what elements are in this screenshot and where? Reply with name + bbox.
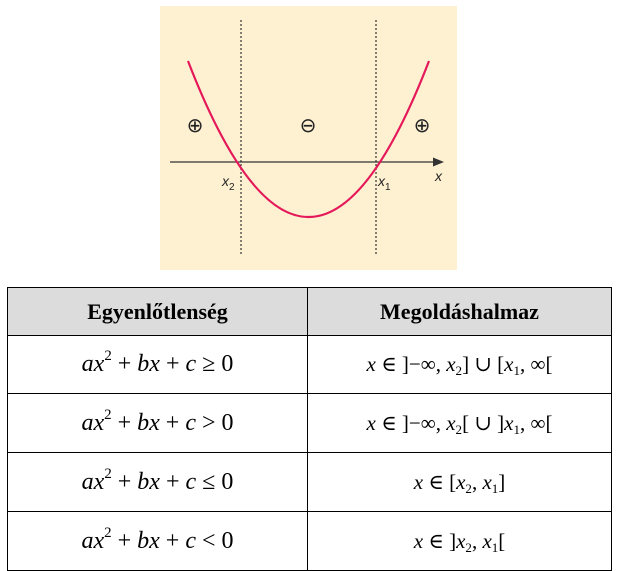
sign-right-positive: ⊕ <box>414 113 431 137</box>
x-axis-arrow <box>433 157 444 167</box>
inequality-cell: ax2 + bx + c < 0 <box>7 511 308 571</box>
header-inequality: Egyenlőtlenség <box>7 287 308 336</box>
inequality-cell: ax2 + bx + c ≤ 0 <box>7 452 308 512</box>
parabola-figure: ⊕ ⊖ ⊕ x2 x1 x <box>160 6 457 270</box>
inequality-cell: ax2 + bx + c > 0 <box>7 393 308 453</box>
header-solution-set: Megoldáshalmaz <box>307 287 612 336</box>
sign-middle-negative: ⊖ <box>300 113 317 137</box>
table-header-row: Egyenlőtlenség Megoldáshalmaz <box>7 287 612 336</box>
figure-background <box>160 6 457 270</box>
x-axis-label: x <box>434 168 443 184</box>
sign-left-positive: ⊕ <box>187 113 204 137</box>
solution-set-cell: x ∈ ]−∞, x2] ∪ [x1, ∞[ <box>307 335 612 394</box>
table-row: ax2 + bx + c < 0 x ∈ ]x2, x1[ <box>7 511 612 571</box>
solution-set-cell: x ∈ [x2, x1] <box>307 452 612 512</box>
root-x2-label: x2 <box>221 173 235 193</box>
solution-set-cell: x ∈ ]−∞, x2[ ∪ ]x1, ∞[ <box>307 393 612 453</box>
inequality-table: Egyenlőtlenség Megoldáshalmaz ax2 + bx +… <box>7 287 612 571</box>
parabola-curve <box>186 60 431 218</box>
table-row: ax2 + bx + c ≤ 0 x ∈ [x2, x1] <box>7 452 612 512</box>
table-row: ax2 + bx + c ≥ 0 x ∈ ]−∞, x2] ∪ [x1, ∞[ <box>7 335 612 394</box>
root-x1-label: x1 <box>377 173 391 193</box>
table-row: ax2 + bx + c > 0 x ∈ ]−∞, x2[ ∪ ]x1, ∞[ <box>7 393 612 453</box>
inequality-cell: ax2 + bx + c ≥ 0 <box>7 335 308 394</box>
solution-set-cell: x ∈ ]x2, x1[ <box>307 511 612 571</box>
